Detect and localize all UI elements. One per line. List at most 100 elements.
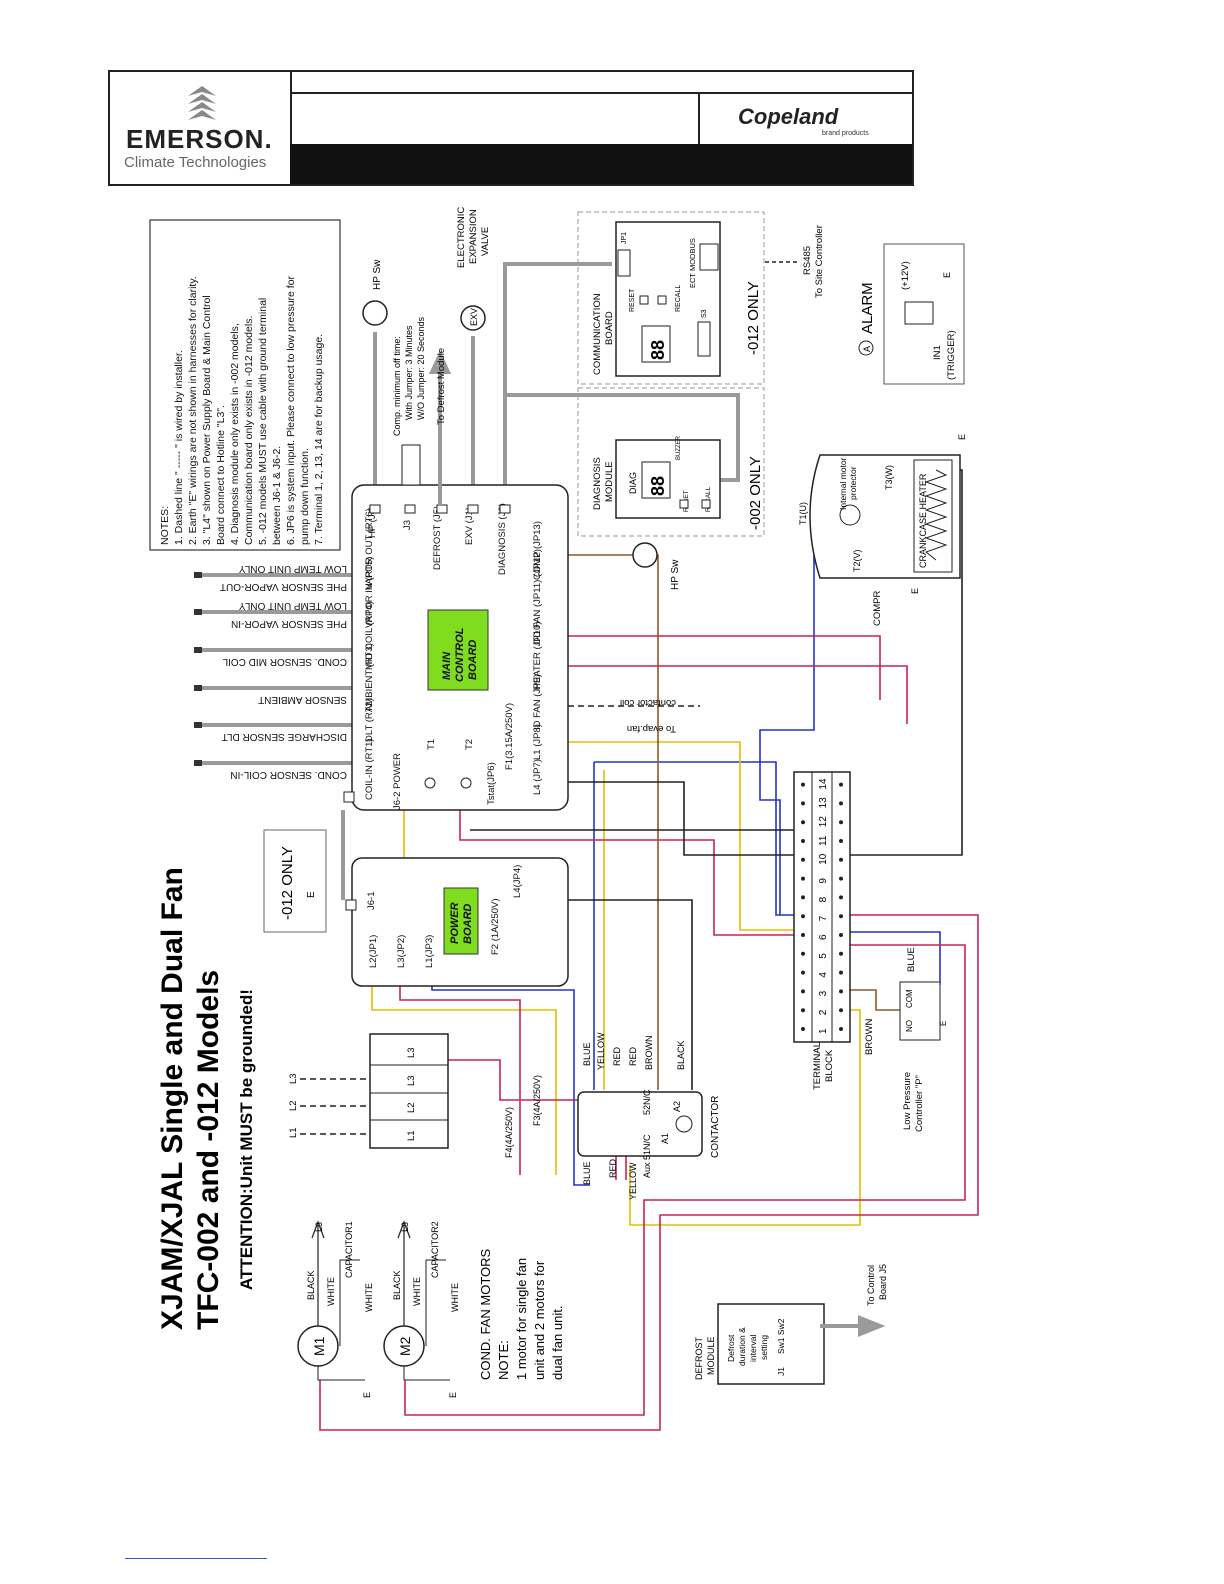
- diag-recall: RECALL: [705, 486, 712, 512]
- contactor-a2: A2: [672, 1101, 682, 1112]
- emerson-mark-icon: [188, 86, 216, 120]
- mains-l1: L1: [288, 1127, 299, 1138]
- iso-l2: L2: [406, 1102, 417, 1113]
- wire-yellow: YELLOW: [596, 1032, 606, 1070]
- m2-l3: L3: [400, 1222, 410, 1232]
- comm-ect: ECT MODBUS: [688, 238, 697, 288]
- crankcase-heater: CRANKCASE HEATER: [918, 473, 928, 568]
- low-pressure-controller: BLUE BROWN COM NO E Low Pressure Control…: [864, 947, 948, 1132]
- defrost-d2: duration &: [737, 1327, 747, 1366]
- conn-rt1: COIL-IN (RT1): [364, 738, 375, 800]
- title-line1: XJAM/XJAL Single and Dual Fan: [156, 867, 189, 1330]
- compr-e2: E: [957, 434, 967, 440]
- conn-l1: L1 (JP8): [532, 724, 543, 760]
- comp-prot1: Internal motor: [838, 457, 848, 510]
- diag-label: DIAG: [628, 472, 638, 494]
- lp-com: COM: [905, 989, 914, 1008]
- terminal-number: 2: [818, 1009, 829, 1015]
- comm-recall-button[interactable]: [657, 295, 667, 305]
- m1-l3: L3: [314, 1222, 324, 1232]
- brand-sub: Climate Technologies: [124, 154, 267, 171]
- exv-l3: VALVE: [480, 227, 491, 256]
- m2-black: BLACK: [392, 1270, 402, 1300]
- contactor-a1: A1: [660, 1133, 670, 1144]
- pb-j61: J6-1: [366, 892, 377, 910]
- conn-odfan: OD FAN (JP11) (JP12): [532, 549, 543, 645]
- header-top-cell: [290, 72, 912, 94]
- main-control-board: MAIN CONTROL BOARD COIL-IN (RT1) DLT (RT…: [343, 484, 569, 811]
- diag-only: -002 ONLY: [747, 456, 764, 530]
- comp-t2: T2(V): [852, 549, 862, 572]
- notes-line-4: Board connect to Hotline "L3".: [215, 405, 227, 545]
- alarm-label: ALARM: [859, 282, 876, 334]
- conn-heater: HEATER (JP10): [532, 622, 543, 690]
- compressor: T1(U) T2(V) T3(W) Internal motor protect…: [632, 434, 967, 626]
- to-site: To Site Controller: [814, 225, 825, 298]
- defrost-d3: interval: [748, 1334, 758, 1362]
- comm-title1: COMMUNICATION: [592, 293, 603, 375]
- m2-white2: WHITE: [450, 1283, 460, 1312]
- lp-label2: Controller "P": [914, 1075, 925, 1132]
- pb-l3: L3(JP2): [396, 935, 407, 968]
- mains-isolator: L3 L2 L1 L3 L3 L2 L1: [288, 1033, 449, 1149]
- pb-l4: L4(JP4): [512, 865, 523, 898]
- terminal-number: 11: [818, 835, 829, 846]
- alarm-e: E: [942, 272, 952, 278]
- conn-rt6: VAPOR OUT (RT6): [364, 508, 375, 590]
- terminal-screw-right: [839, 951, 843, 956]
- alarm-box: A ALARM (+12V) IN1 (TRIGGER) E: [858, 243, 965, 385]
- m1-black: BLACK: [306, 1270, 316, 1300]
- defrost-title1: DEFROST: [694, 1336, 704, 1380]
- header-mid-cell: [290, 92, 700, 144]
- wire-red1: RED: [612, 1046, 622, 1066]
- notes-line-1: 1. Dashed line " ----- " is wired by ins…: [173, 350, 185, 545]
- terminal-number: 6: [818, 934, 829, 940]
- main-t1: T1: [426, 739, 437, 750]
- main-board-label2: CONTROL: [454, 627, 466, 682]
- motor-protector-icon: [839, 504, 861, 526]
- pb-only: -012 ONLY: [279, 846, 296, 920]
- wire-brown: BROWN: [644, 1036, 654, 1071]
- partner-name: Copeland: [738, 104, 839, 129]
- main-t2: T2: [464, 739, 475, 750]
- defrost-title2: MODULE: [706, 1336, 716, 1375]
- defrost-arrow-right-icon: [820, 1315, 886, 1337]
- terminal-screw-right: [839, 857, 843, 862]
- comm-s3: S3: [701, 309, 708, 318]
- sensor-label-3: PHE SENSOR VAPOR-IN: [231, 618, 347, 629]
- title-line2: TFC-002 and -012 Models: [192, 970, 225, 1330]
- power-board-label2: BOARD: [462, 904, 474, 944]
- terminal-number: 13: [818, 797, 829, 809]
- comm-reset-button[interactable]: [639, 295, 649, 305]
- terminal-screw-left: [801, 951, 805, 956]
- conn-rt3: AMBIENT (RT3): [364, 643, 375, 712]
- diagram-title: XJAM/XJAL Single and Dual Fan TFC-002 an…: [156, 867, 256, 1330]
- sensor-connectors: [194, 572, 202, 766]
- alarm-a: A: [862, 346, 872, 352]
- terminal-screw-left: [801, 895, 805, 900]
- conn-defrost: DEFROST (J5): [432, 506, 443, 570]
- pb-fuse: F2 (1A/250V): [490, 899, 501, 956]
- terminal-screw-left: [801, 782, 805, 787]
- terminal-number: 1: [818, 1028, 829, 1034]
- wires: [200, 261, 979, 1431]
- sensor-label-1: PHE SENSOR VAPOR-OUT: [220, 581, 347, 592]
- terminal-screw-right: [839, 914, 843, 919]
- defrost-arrow-icon: [428, 350, 452, 505]
- mains-l3: L3: [288, 1073, 299, 1084]
- conn-rt4: MID COIL (RT4): [364, 601, 375, 670]
- m2-white: WHITE: [412, 1277, 422, 1306]
- conn-diagnosis: DIAGNOSIS (J2): [497, 503, 508, 575]
- notes-line-10: pump down function.: [299, 448, 311, 545]
- comp-prot2: protector: [848, 466, 858, 500]
- fan-note: NOTE:: [496, 1340, 511, 1380]
- diag-recall-button[interactable]: [701, 499, 711, 509]
- diag-reset-button[interactable]: [679, 499, 689, 509]
- sensor-label-4: COND. SENSOR MID COIL: [222, 656, 347, 667]
- terminal-screw-right: [839, 970, 843, 975]
- conn-comp: COMP (JP13): [532, 521, 543, 580]
- defrost-sw: Sw1 Sw2: [776, 1318, 786, 1354]
- notes-box: NOTES: 1. Dashed line " ----- " is wired…: [149, 219, 341, 551]
- exv-valve-icon: [460, 305, 486, 331]
